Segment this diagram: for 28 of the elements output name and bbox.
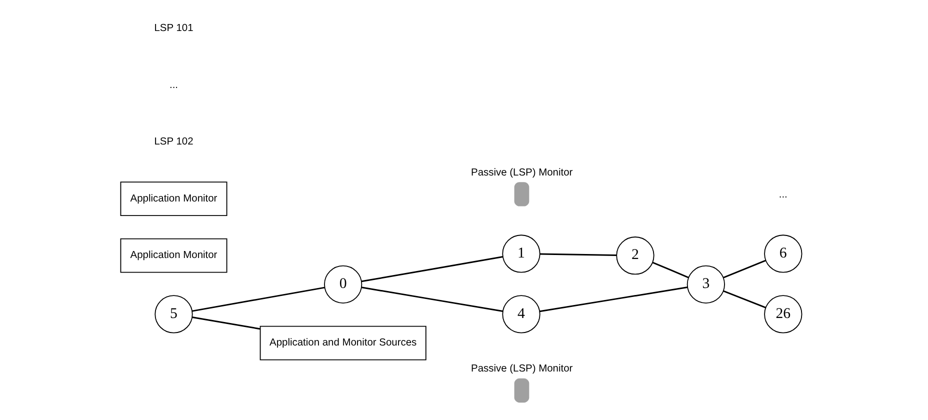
node-box [514,378,529,403]
node-box: Application Monitor [120,238,227,273]
node-circle: 26 [764,295,802,334]
node-circle: 2 [616,236,654,275]
node-circle: 0 [324,265,362,304]
node-circle: 1 [502,234,540,273]
node-box: Application Monitor [120,182,227,216]
node-box: Application and Monitor Sources [259,326,426,360]
node-box [514,182,529,206]
node-label: Passive (LSP) Monitor [470,167,572,178]
connector [360,256,502,282]
connector [652,262,688,278]
label: ... [168,80,178,91]
connector [539,253,616,256]
label: LSP 101 [154,23,193,34]
node-circle: 4 [502,295,540,334]
label: ... [778,190,787,201]
node-circle: 5 [154,295,192,334]
connector [722,260,766,278]
label: LSP 102 [154,136,193,148]
connector [192,316,260,330]
connector [722,290,766,308]
connector [360,286,502,312]
node-circle: 6 [764,234,802,273]
node-label: Passive (LSP) Monitor [470,364,572,375]
connector [192,286,324,312]
node-circle: 3 [686,265,724,304]
connector [539,286,688,312]
